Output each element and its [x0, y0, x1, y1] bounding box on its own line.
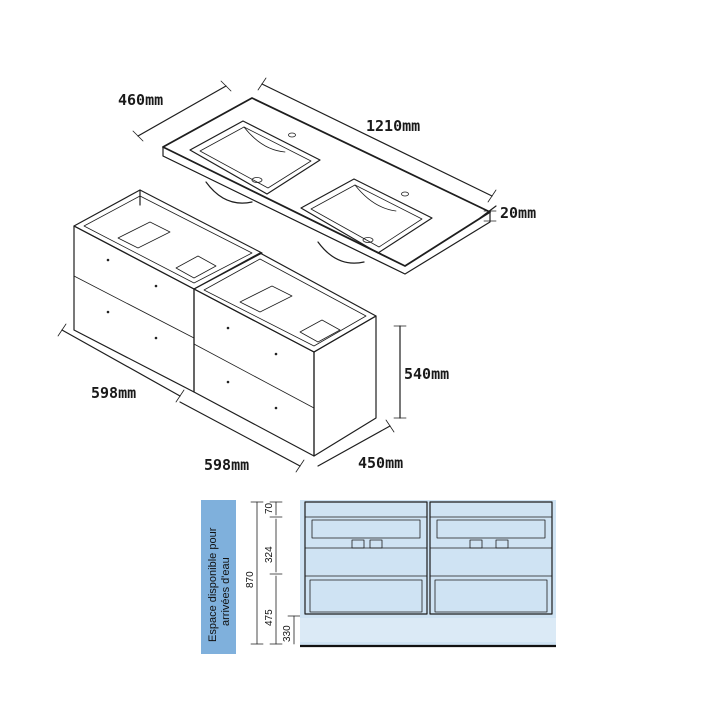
countertop: [162, 97, 491, 275]
dim-line-450: [317, 425, 391, 467]
dim-line-20: [479, 205, 497, 219]
left-unit-top: [73, 189, 263, 290]
dim-line-598-right: [179, 401, 301, 467]
dim-label-top-width: 1210mm: [366, 117, 420, 135]
countertop-edge-line: [162, 155, 406, 275]
cabinet: [73, 189, 377, 457]
left-top-drawer: [311, 519, 421, 539]
cabinet-side: [313, 315, 377, 457]
left-bottom-drawer: [309, 579, 423, 613]
left-basin-rim: [189, 120, 321, 195]
right-basin-rim: [300, 178, 433, 254]
knob-icon: [274, 352, 278, 356]
side-label-line1: Espace disponible pour: [207, 527, 219, 642]
side-label-panel: [201, 500, 236, 654]
right-drawer-box-2: [299, 319, 341, 343]
countertop-surface: [162, 97, 491, 267]
left-basin-curve: [243, 126, 286, 153]
dim-label-70: 70: [264, 502, 275, 514]
knob-icon: [106, 258, 110, 262]
dim-label-330: 330: [282, 625, 293, 642]
knob-icon: [274, 406, 278, 410]
right-unit-front: [193, 288, 315, 457]
dim-label-324: 324: [264, 546, 275, 563]
cabinet-dimensions: [57, 323, 407, 473]
top-dimensions: [132, 77, 497, 222]
right-section-cabinet: [429, 501, 553, 615]
left-tap-hole-icon: [288, 132, 296, 138]
side-label-line2: arrivées d'eau: [220, 557, 232, 626]
dim-line-598-left: [61, 329, 181, 397]
left-drawer-split: [73, 275, 195, 339]
knob-icon: [154, 336, 158, 340]
dim-label-475: 475: [264, 609, 275, 626]
dim-line-1210: [261, 83, 493, 197]
right-drain-icon: [362, 237, 374, 243]
dim-label-cabinet-width-right: 598mm: [204, 456, 249, 474]
dim-label-870: 870: [245, 571, 256, 588]
dim-label-top-thickness: 20mm: [500, 204, 536, 222]
section-drawing: Espace disponible pour arrivées d'eau 87…: [201, 500, 556, 654]
left-drain-icon: [251, 177, 263, 183]
dim-label-top-depth: 460mm: [118, 91, 163, 109]
knob-icon: [154, 284, 158, 288]
countertop-edge: [162, 146, 491, 275]
dim-label-cabinet-depth: 450mm: [358, 454, 403, 472]
knob-icon: [226, 380, 230, 384]
left-unit-front: [73, 225, 195, 393]
right-drawer-box-1: [239, 285, 293, 313]
knob-icon: [106, 310, 110, 314]
dim-label-cabinet-width-left: 598mm: [91, 384, 136, 402]
dim-label-cabinet-height: 540mm: [404, 365, 449, 383]
left-drawer-box-1: [117, 221, 171, 249]
right-tap-hole-icon: [401, 191, 409, 197]
right-basin-inner: [310, 184, 423, 248]
left-drawer-box-2: [175, 255, 217, 279]
left-basin-inner: [199, 126, 312, 189]
dim-line-460: [137, 85, 227, 137]
left-bowl-underside: [205, 181, 253, 204]
right-bowl-underside: [317, 241, 365, 264]
right-basin-curve: [354, 184, 397, 212]
right-drawer-split: [193, 343, 315, 409]
knob-icon: [226, 326, 230, 330]
right-top-drawer: [436, 519, 546, 539]
right-bottom-drawer: [434, 579, 548, 613]
left-section-cabinet: [304, 501, 428, 615]
